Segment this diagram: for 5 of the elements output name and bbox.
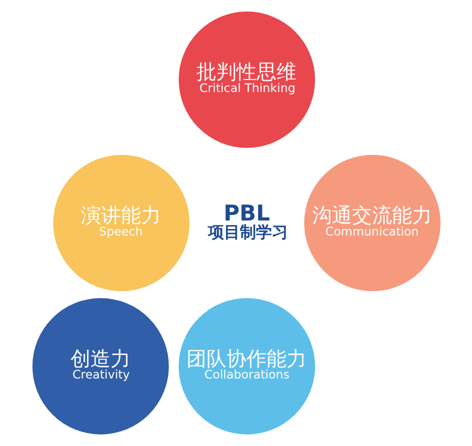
node-circle: 创造力 Creativity xyxy=(32,298,168,434)
node-circle: 演讲能力 Speech xyxy=(52,154,190,292)
node-circle: 团队协作能力 Collaborations xyxy=(178,298,315,434)
node-circle: 批判性思维 Critical Thinking xyxy=(178,12,315,148)
node-circle: 沟通交流能力 Communication xyxy=(304,154,440,292)
